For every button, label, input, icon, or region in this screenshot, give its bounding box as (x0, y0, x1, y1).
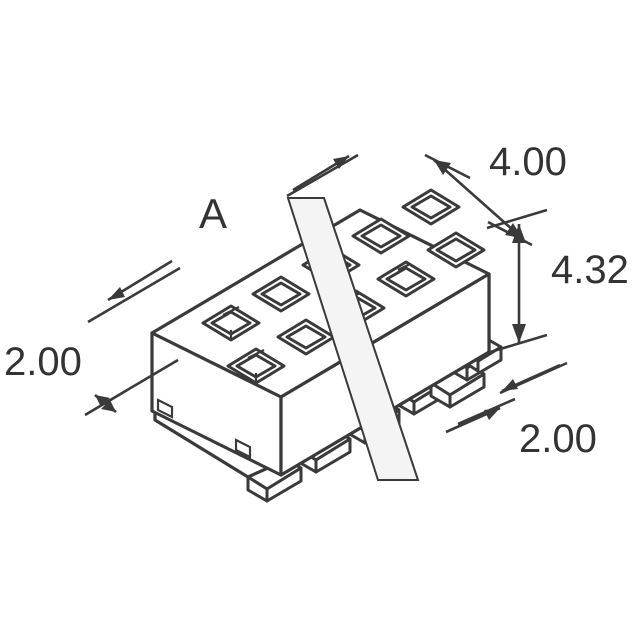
dim-432-value: 4.32 (551, 248, 629, 292)
socket-hole-rear-4 (351, 217, 411, 255)
dim-a-label: A (199, 190, 227, 237)
body-notch-left-2 (234, 438, 252, 459)
dimension-200-right-group: 2.00 (445, 361, 597, 461)
dimension-400-group: 4.00 (424, 140, 567, 247)
dim-432-ext-bottom (486, 333, 548, 355)
contact-tab-tick-3 (247, 349, 265, 359)
body-notch-left (156, 398, 174, 419)
contact-tab-tick-6 (397, 263, 411, 271)
socket-hole-front-1 (226, 347, 286, 385)
dim-400-line (433, 159, 523, 239)
connector-body (150, 208, 491, 479)
socket-hole-front-5 (426, 231, 486, 269)
dim-200-left-ext-upper (87, 266, 181, 324)
break-band (286, 197, 420, 481)
break-band-group (286, 197, 420, 481)
socket-hole-front-2 (276, 318, 336, 356)
socket-hole-front-4 (376, 260, 436, 298)
dimension-a-group: A (199, 153, 359, 237)
dim-432-ext-top (486, 208, 548, 230)
dim-432-arrow-top (512, 224, 526, 243)
dim-200-right-value: 2.00 (519, 417, 597, 461)
dim-a-arrow (333, 156, 349, 169)
socket-hole-rear-5 (401, 188, 461, 226)
socket-hole-rear-1 (201, 304, 261, 342)
dim-200-left-arrow-b (101, 400, 116, 412)
dim-400-arrow-start (434, 160, 451, 175)
dim-200-right-lower-arrow (484, 408, 500, 420)
dim-432-arrow-bottom (512, 324, 526, 343)
dim-200-right-upper-arrow (502, 379, 518, 391)
dim-200-left-arrow-a (95, 395, 110, 407)
dim-200-left-upper-arrow (108, 287, 125, 300)
dim-400-value: 4.00 (489, 140, 567, 184)
contact-tab-tick-1 (222, 306, 240, 316)
dim-a-ext-line (286, 153, 359, 198)
dimension-432-group: 4.32 (486, 208, 629, 355)
socket-hole-rear-2 (251, 275, 311, 313)
dim-200-left-value: 2.00 (4, 340, 82, 384)
dimension-200-left-group: 2.00 (4, 259, 181, 417)
